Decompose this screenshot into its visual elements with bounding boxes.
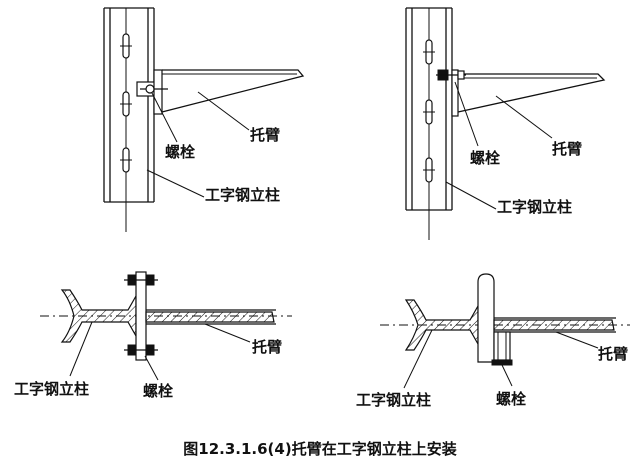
leader-arm [495, 95, 553, 139]
leader-bolt [144, 355, 159, 381]
bracket-arm [451, 69, 606, 117]
bolt [491, 331, 513, 366]
steel-column [405, 7, 453, 240]
leader-arm [555, 331, 599, 349]
label-column: 工字钢立柱 [14, 380, 89, 398]
label-bolt: 螺栓 [165, 143, 195, 161]
steel-column [103, 7, 155, 232]
diagram-top-left: 螺栓 托臂 工字钢立柱 [103, 7, 305, 232]
bolt-top [124, 274, 158, 286]
leader-arm [204, 323, 251, 343]
steel-column-section [404, 273, 495, 363]
label-bolt: 螺栓 [143, 382, 173, 400]
diagram-top-right: 螺栓 托臂 工字钢立柱 [405, 7, 606, 240]
label-bolt: 螺栓 [470, 149, 500, 167]
figure-caption: 图12.3.1.6(4)托臂在工字钢立柱上安装 [183, 440, 457, 458]
bolt-bottom [124, 344, 158, 356]
leader-arm [197, 91, 250, 131]
leader-column [69, 321, 93, 377]
bolt [140, 84, 168, 94]
label-arm: 托臂 [252, 338, 282, 356]
label-arm: 托臂 [598, 345, 628, 363]
bracket-arm [136, 69, 305, 115]
bolt [436, 69, 466, 81]
leader-column [146, 169, 205, 198]
leader-column [403, 329, 433, 389]
label-column: 工字钢立柱 [356, 391, 431, 409]
label-column: 工字钢立柱 [205, 186, 280, 204]
diagram-bottom-left: 托臂 工字钢立柱 螺栓 [14, 271, 292, 400]
label-column: 工字钢立柱 [497, 198, 572, 216]
bracket-arm [145, 309, 276, 325]
leader-column [445, 181, 497, 210]
label-arm: 托臂 [552, 140, 582, 158]
leader-bolt [151, 92, 178, 143]
bracket-arm [493, 317, 616, 333]
label-arm: 托臂 [250, 126, 280, 144]
diagram-bottom-right: 托臂 工字钢立柱 螺栓 [356, 273, 630, 409]
label-bolt: 螺栓 [496, 390, 526, 408]
leader-bolt [501, 364, 513, 387]
leader-bolt [454, 81, 479, 147]
